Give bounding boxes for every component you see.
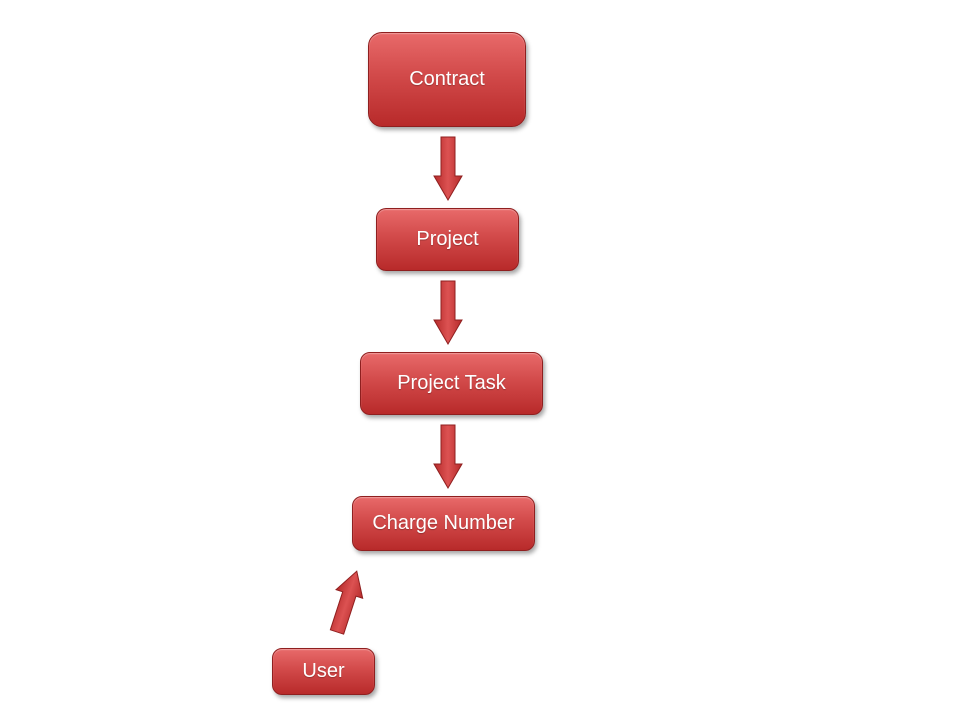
node-contract-label: Contract — [409, 68, 485, 90]
node-charge-number-label: Charge Number — [372, 512, 515, 534]
arrow-user-to-charge-number — [329, 570, 364, 635]
node-contract: Contract — [368, 32, 526, 127]
arrow-contract-to-project — [433, 136, 463, 201]
node-user: User — [272, 648, 375, 695]
node-project: Project — [376, 208, 519, 271]
node-project-task-label: Project Task — [397, 372, 506, 394]
node-charge-number: Charge Number — [352, 496, 535, 551]
arrow-project-to-project-task — [433, 280, 463, 345]
arrow-project-task-to-charge-number — [433, 424, 463, 489]
node-user-label: User — [302, 660, 345, 682]
node-project-task: Project Task — [360, 352, 543, 415]
node-project-label: Project — [416, 228, 479, 250]
